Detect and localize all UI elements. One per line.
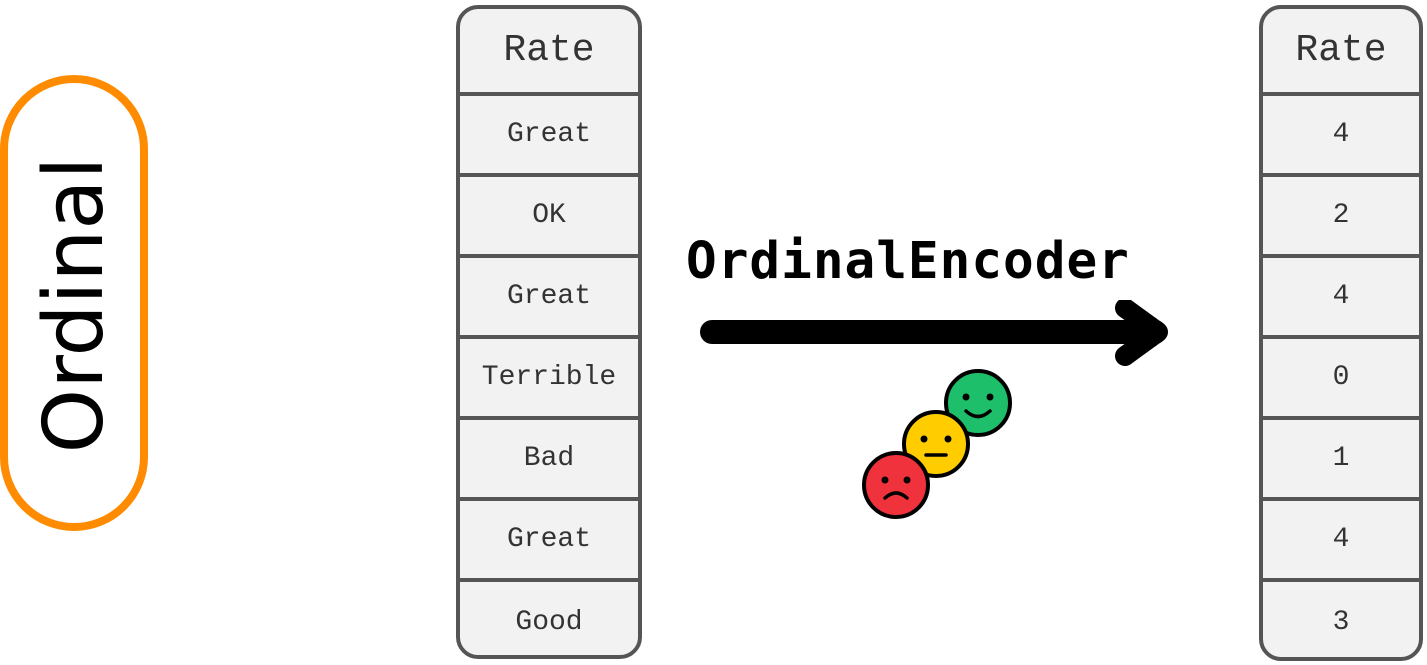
output-table-cell: 4 [1263, 258, 1419, 339]
arrow-right-icon [700, 300, 1168, 366]
neutral-face-icon [902, 410, 970, 478]
input-table-cell: Terrible [460, 339, 638, 420]
output-table-cell: 0 [1263, 339, 1419, 420]
input-table-cell: Good [515, 607, 583, 638]
input-table-cell: OK [460, 177, 638, 258]
input-table-cell: Bad [460, 420, 638, 501]
input-table-cell: Great [460, 96, 638, 177]
sad-face-icon [862, 451, 930, 519]
output-table-cell: 4 [1263, 96, 1419, 177]
input-table: Rate Great OK Great Terrible Bad Great G… [456, 5, 642, 659]
output-table: Rate 4 2 4 0 1 4 3 [1259, 5, 1423, 661]
ordinal-pill [0, 75, 148, 531]
input-table-header: Rate [460, 9, 638, 96]
input-table-cell: Great [460, 258, 638, 339]
output-table-cell: 1 [1263, 420, 1419, 501]
ordinal-label: Ordinal [27, 156, 122, 454]
happy-face-icon [944, 369, 1012, 437]
rating-faces [862, 369, 1012, 519]
output-table-header: Rate [1263, 9, 1419, 96]
output-table-cell: 3 [1332, 607, 1350, 638]
input-table-cell: Great [460, 501, 638, 582]
output-table-cell: 2 [1263, 177, 1419, 258]
encoder-label: OrdinalEncoder [686, 232, 1130, 291]
output-table-cell: 4 [1263, 501, 1419, 582]
